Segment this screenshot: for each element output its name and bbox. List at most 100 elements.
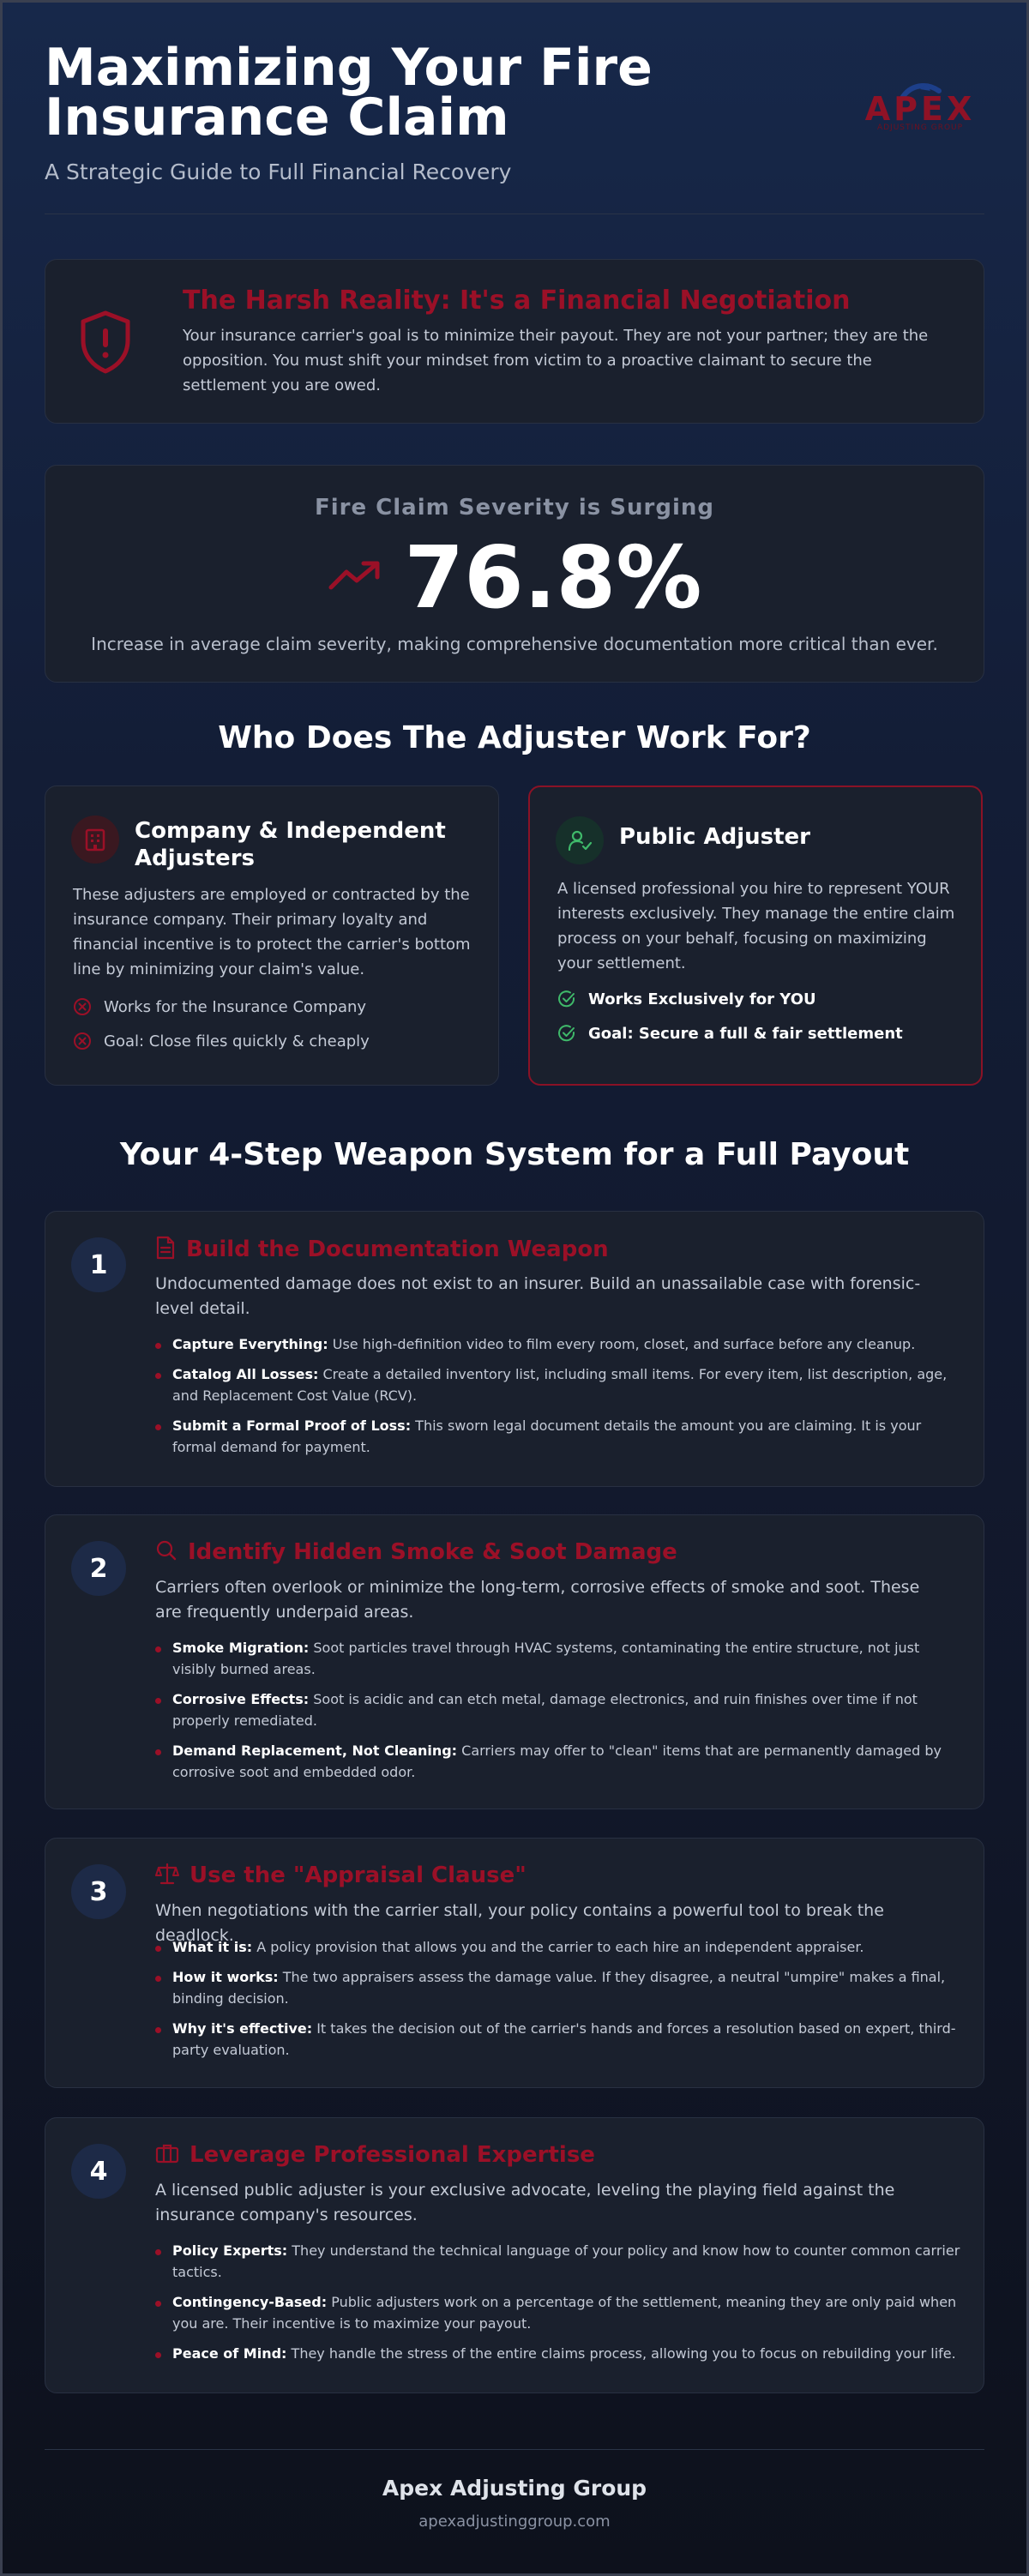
list-item-text: Soot particles travel through HVAC syste… [172,1640,920,1677]
public-adjuster-heading: Public Adjuster [619,824,810,850]
header: Maximizing Your Fire Insurance Claim A S… [45,38,984,214]
step-heading: Leverage Professional Expertise [190,2142,595,2168]
step-number: 4 [71,2144,126,2199]
company-point-1: Works for the Insurance Company [73,997,366,1016]
severity-card: Fire Claim Severity is Surging 76.8% Inc… [45,465,984,683]
list-item: Contingency-Based: Public adjusters work… [155,2291,961,2334]
list-item: How it works: The two appraisers assess … [155,1966,961,2009]
trend-up-icon [328,558,382,596]
list-item-label: Why it's effective: [172,2020,313,2037]
step-intro: A licensed public adjuster is your exclu… [155,2181,895,2224]
company-adjuster-card: Company & Independent Adjusters These ad… [45,785,499,1086]
user-check-icon [556,816,604,864]
steps-section-title: Your 4-Step Weapon System for a Full Pay… [119,1137,910,1172]
document-icon [155,1236,176,1263]
public-point-text: Works Exclusively for YOU [588,990,816,1008]
logo-text: APEX [864,90,976,128]
x-circle-icon [74,1032,91,1050]
step-card-2: 2 Identify Hidden Smoke & Soot Damage Ca… [45,1514,984,1809]
public-point-text: Goal: Secure a full & fair settlement [588,1024,903,1043]
step-intro: When negotiations with the carrier stall… [155,1901,884,1945]
shield-alert-icon [78,310,133,378]
briefcase-icon [155,2143,179,2167]
list-item-label: Demand Replacement, Not Cleaning: [172,1742,458,1759]
logo-swoosh-icon [899,83,942,101]
footer-website-link[interactable]: apexadjustinggroup.com [418,2513,611,2531]
list-item: Corrosive Effects: Soot is acidic and ca… [155,1688,961,1731]
severity-note: Increase in average claim severity, maki… [91,634,938,654]
step-card-3: 3 Use the "Appraisal Clause" When negoti… [45,1838,984,2088]
adjuster-section-title: Who Does The Adjuster Work For? [218,720,811,755]
list-item: Catalog All Losses: Create a detailed in… [155,1363,961,1406]
step-intro: Undocumented damage does not exist to an… [155,1274,921,1318]
list-item-text: Soot is acidic and can etch metal, damag… [172,1691,918,1729]
footer-company-name: Apex Adjusting Group [382,2476,647,2501]
reality-body: Your insurance carrier's goal is to mini… [183,327,929,394]
company-point-2: Goal: Close files quickly & cheaply [73,1032,370,1050]
logo: APEX ADJUSTING GROUP [856,82,984,132]
reality-heading: The Harsh Reality: It's a Financial Nego… [183,286,851,316]
list-item: Policy Experts: They understand the tech… [155,2240,961,2283]
step-list: What it is: A policy provision that allo… [155,1936,961,2061]
page-subtitle: A Strategic Guide to Full Financial Reco… [45,159,512,184]
public-point-2: Goal: Secure a full & fair settlement [557,1024,903,1043]
list-item-label: Contingency-Based: [172,2294,328,2310]
x-circle-icon [74,998,91,1015]
step-number: 3 [71,1864,126,1919]
step-card-4: 4 Leverage Professional Expertise A lice… [45,2117,984,2393]
step-number: 1 [71,1237,126,1292]
page-title: Maximizing Your Fire Insurance Claim [45,38,653,147]
list-item: Peace of Mind: They handle the stress of… [155,2343,961,2364]
building-icon [71,816,119,864]
footer: Apex Adjusting Group apexadjustinggroup.… [45,2449,984,2535]
list-item-label: Smoke Migration: [172,1640,310,1656]
step-list: Policy Experts: They understand the tech… [155,2240,961,2364]
list-item-label: Catalog All Losses: [172,1366,319,1382]
list-item-text: They handle the stress of the entire cla… [286,2345,956,2362]
list-item-text: Create a detailed inventory list, includ… [172,1366,948,1404]
list-item-label: What it is: [172,1939,253,1955]
check-circle-icon [558,990,575,1008]
public-adjuster-body: A licensed professional you hire to repr… [557,880,955,972]
list-item-text: Carriers may offer to "clean" items that… [172,1742,942,1780]
list-item-label: How it works: [172,1969,279,1985]
list-item-text: This sworn legal document details the am… [172,1417,922,1455]
list-item-text: It takes the decision out of the carrier… [172,2020,956,2058]
step-heading: Use the "Appraisal Clause" [190,1863,527,1888]
list-item-text: The two appraisers assess the damage val… [172,1969,946,2007]
company-point-text: Goal: Close files quickly & cheaply [104,1032,370,1050]
step-card-1: 1 Build the Documentation Weapon Undocum… [45,1211,984,1487]
list-item: Smoke Migration: Soot particles travel t… [155,1637,961,1680]
list-item-label: Policy Experts: [172,2242,288,2259]
list-item: Why it's effective: It takes the decisio… [155,2018,961,2061]
list-item: Capture Everything: Use high-definition … [155,1333,961,1355]
reality-card: The Harsh Reality: It's a Financial Nego… [45,259,984,424]
search-icon [155,1539,178,1565]
scales-icon [155,1863,179,1888]
severity-title: Fire Claim Severity is Surging [314,495,715,521]
list-item-label: Corrosive Effects: [172,1691,310,1707]
list-item-text: A policy provision that allows you and t… [252,1939,864,1955]
list-item-text: They understand the technical language o… [172,2242,960,2280]
logo-tagline: ADJUSTING GROUP [876,123,964,132]
check-circle-icon [558,1025,575,1042]
public-point-1: Works Exclusively for YOU [557,990,816,1008]
step-intro: Carriers often overlook or minimize the … [155,1578,920,1622]
list-item-label: Capture Everything: [172,1336,328,1352]
list-item-text: Use high-definition video to film every … [328,1336,916,1352]
company-adjuster-body: These adjusters are employed or contract… [73,886,471,978]
list-item-label: Peace of Mind: [172,2345,287,2362]
list-item: Submit a Formal Proof of Loss: This swor… [155,1415,961,1458]
step-list: Capture Everything: Use high-definition … [155,1333,961,1458]
company-point-text: Works for the Insurance Company [104,997,367,1016]
company-adjuster-heading: Company & Independent Adjusters [135,818,446,871]
list-item-label: Submit a Formal Proof of Loss: [172,1417,412,1434]
step-list: Smoke Migration: Soot particles travel t… [155,1637,961,1783]
list-item: Demand Replacement, Not Cleaning: Carrie… [155,1740,961,1783]
public-adjuster-card: Public Adjuster A licensed professional … [528,785,983,1086]
step-number: 2 [71,1541,126,1596]
step-heading: Build the Documentation Weapon [186,1237,609,1262]
severity-value: 76.8% [404,527,702,628]
list-item-text: Public adjusters work on a percentage of… [172,2294,957,2332]
